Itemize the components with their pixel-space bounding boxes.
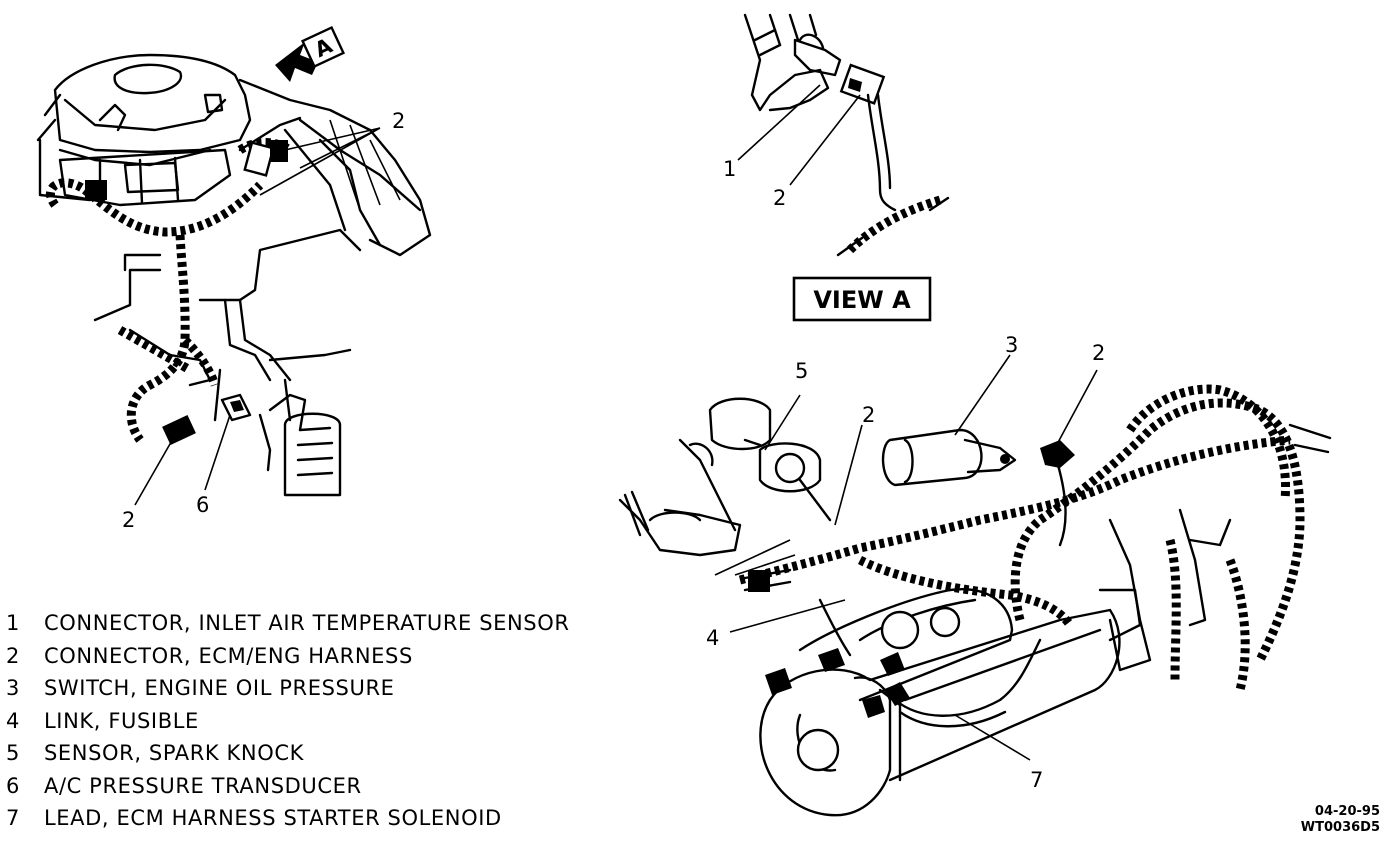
legend-text: SENSOR, SPARK KNOCK — [44, 741, 305, 766]
legend-number: 3 — [6, 676, 20, 701]
callout-6-left-bottom: 6 — [196, 493, 209, 517]
callout-5-right: 5 — [795, 359, 808, 383]
figure-code: WT0036D5 — [1300, 820, 1380, 835]
callout-2-left-top: 2 — [392, 109, 405, 133]
legend-text: CONNECTOR, ECM/ENG HARNESS — [44, 643, 413, 668]
legend-row: 2 CONNECTOR, ECM/ENG HARNESS — [6, 640, 646, 673]
legend-text: LEAD, ECM HARNESS STARTER SOLENOID — [44, 806, 502, 831]
legend-row: 6 A/C PRESSURE TRANSDUCER — [6, 770, 646, 803]
left-engine-view: A — [36, 25, 432, 532]
legend-row: 1 CONNECTOR, INLET AIR TEMPERATURE SENSO… — [6, 607, 646, 640]
legend-row: 5 SENSOR, SPARK KNOCK — [6, 737, 646, 770]
legend-number: 1 — [6, 611, 20, 636]
legend-text: LINK, FUSIBLE — [44, 708, 199, 733]
right-starter-view: 5 2 3 2 4 7 — [618, 333, 1332, 817]
legend-text: CONNECTOR, INLET AIR TEMPERATURE SENSOR — [44, 611, 570, 636]
legend-number: 5 — [6, 741, 20, 766]
view-a-detail: 1 2 VIEW A — [723, 13, 950, 322]
figure-stamp: 04-20-95 WT0036D5 — [1301, 804, 1380, 836]
callout-7-right: 7 — [1030, 768, 1043, 792]
callout-4-right: 4 — [706, 626, 719, 650]
legend-number: 2 — [6, 643, 20, 668]
callout-2-view-a: 2 — [773, 186, 786, 210]
callout-2-right-a: 2 — [862, 403, 875, 427]
legend-number: 7 — [6, 806, 20, 831]
legend-number: 4 — [6, 708, 20, 733]
parts-legend: 1 CONNECTOR, INLET AIR TEMPERATURE SENSO… — [6, 607, 646, 835]
callout-2-left-bottom: 2 — [122, 508, 135, 532]
legend-text: SWITCH, ENGINE OIL PRESSURE — [44, 676, 395, 701]
legend-text: A/C PRESSURE TRANSDUCER — [44, 773, 362, 798]
legend-row: 3 SWITCH, ENGINE OIL PRESSURE — [6, 672, 646, 705]
view-a-label: VIEW A — [813, 286, 911, 314]
legend-row: 4 LINK, FUSIBLE — [6, 705, 646, 738]
callout-2-right-b: 2 — [1092, 341, 1105, 365]
callout-1-view-a: 1 — [723, 157, 736, 181]
legend-number: 6 — [6, 773, 20, 798]
callout-3-right: 3 — [1005, 333, 1018, 357]
view-a-arrow: A — [275, 25, 346, 82]
figure-date: 04-20-95 — [1314, 804, 1380, 819]
legend-row: 7 LEAD, ECM HARNESS STARTER SOLENOID — [6, 802, 646, 835]
